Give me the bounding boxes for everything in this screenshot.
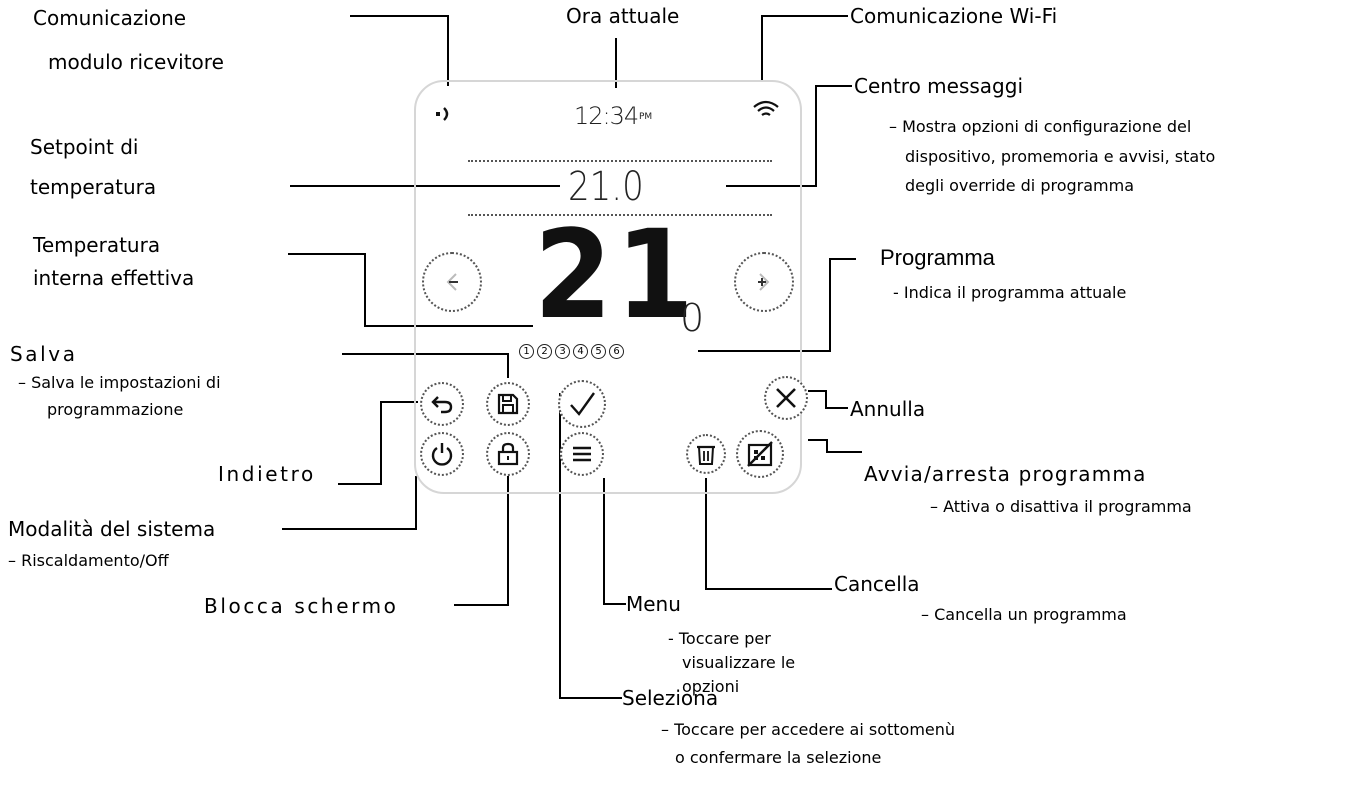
label-salva: Salva [10,342,78,366]
cancella-desc: – Cancella un programma [921,605,1127,624]
program-2: 2 [537,344,552,359]
label-seleziona: Seleziona [622,686,719,710]
screen-lock-button[interactable] [486,432,530,476]
increase-button[interactable] [734,252,794,312]
floppy-disk-icon [497,393,519,415]
padlock-icon [497,442,519,466]
receiver-signal-icon [436,107,449,121]
seleziona-desc-line2: o confermare la selezione [675,748,882,767]
menu-desc-line2: visualizzare le [682,653,796,672]
leader-avvia [808,439,862,453]
program-1: 1 [519,344,534,359]
centro-desc-line3: degli override di programma [905,176,1135,195]
label-modalita: Modalità del sistema [8,517,216,541]
start-stop-program-button[interactable] [736,430,784,478]
salva-desc-line2: programmazione [47,400,184,419]
leader-cancella [705,478,832,590]
wifi-icon [753,100,779,116]
label-menu: Menu [626,592,681,616]
label-wifi: Comunicazione Wi-Fi [850,4,1058,28]
seleziona-desc-line1: – Toccare per accedere ai sottomenù [661,720,956,739]
close-x-icon [776,388,796,408]
program-6: 6 [609,344,624,359]
label-centro-messaggi: Centro messaggi [854,74,1023,98]
label-blocca-schermo: Blocca schermo [204,594,399,618]
menu-desc-line1: - Toccare per [668,629,771,648]
leader-temp [288,253,533,327]
avvia-desc: – Attiva o disattiva il programma [930,497,1192,516]
leader-programma [698,258,856,352]
time-suffix: PM [639,112,653,122]
checkmark-icon [570,392,595,416]
back-button[interactable] [420,382,464,426]
label-programma: Programma [880,245,995,270]
label-ricevitore-line1: Comunicazione [33,6,187,30]
label-temp-line2: interna effettiva [33,266,195,290]
program-4: 4 [573,344,588,359]
cancel-button[interactable] [764,376,808,420]
current-time: 12:34 [574,102,639,130]
centro-desc-line1: – Mostra opzioni di configurazione del [889,117,1192,136]
leader-indietro [338,401,418,485]
message-center-top-divider [468,160,772,162]
save-button[interactable] [486,382,530,426]
menu-button[interactable] [560,432,604,476]
leader-menu [603,478,626,605]
leader-annulla [808,390,848,409]
decrease-button[interactable] [422,252,482,312]
label-setpoint-line2: temperatura [30,175,157,199]
label-ricevitore-line2: modulo ricevitore [48,50,224,74]
indoor-temperature: 21 [534,204,698,346]
back-arrow-icon [431,396,453,414]
modalita-desc: – Riscaldamento/Off [8,551,169,570]
programma-desc: - Indica il programma attuale [893,283,1127,302]
leader-modalita [282,476,417,530]
label-setpoint-line1: Setpoint di [30,135,139,159]
calendar-slash-icon [747,441,773,467]
leader-blocca [454,476,509,606]
label-ora-attuale: Ora attuale [566,4,680,28]
menu-desc-line3: opzioni [682,677,740,696]
label-cancella: Cancella [834,572,920,596]
trash-can-icon [697,445,715,465]
leader-seleziona [559,393,622,699]
label-temp-line1: Temperatura [33,233,161,257]
message-center-bottom-divider [468,214,772,216]
plus-icon [758,273,770,291]
label-annulla: Annulla [850,397,926,421]
hamburger-menu-icon [573,446,591,462]
leader-ricevitore [350,15,449,86]
delete-button[interactable] [686,434,726,474]
leader-wifi [761,15,848,80]
power-icon [431,443,453,466]
program-5: 5 [591,344,606,359]
program-indicators: 1 2 3 4 5 6 [519,344,699,364]
setpoint-value: 21.0 [568,164,644,210]
select-button[interactable] [558,380,606,428]
centro-desc-line2: dispositivo, promemoria e avvisi, stato [905,147,1216,166]
thermostat-display: 12:34 PM 21.0 21 0 1 2 3 4 5 6 [414,80,808,494]
program-3: 3 [555,344,570,359]
indoor-temperature-decimal: 0 [680,296,705,340]
leader-centro [726,85,852,187]
leader-salva [342,353,509,378]
label-indietro: Indietro [218,462,316,486]
arrow-left-icon [446,273,458,291]
salva-desc-line1: – Salva le impostazioni di [18,373,221,392]
label-avvia-arresta: Avvia/arresta programma [864,462,1147,486]
system-mode-button[interactable] [420,432,464,476]
